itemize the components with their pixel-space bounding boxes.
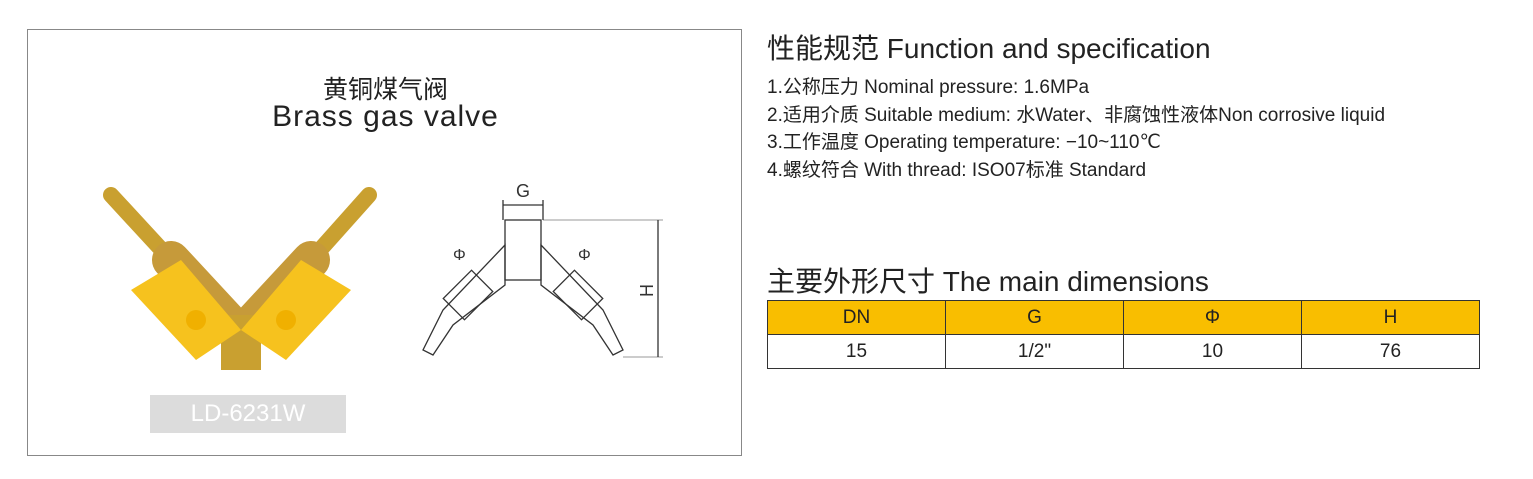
dimensions-heading: 主要外形尺寸 The main dimensions	[767, 266, 1209, 297]
right-handle	[241, 260, 351, 360]
table-header-row: DN G Φ H	[767, 300, 1480, 335]
spec-item: 4.螺纹符合 With thread: ISO07标准 Standard	[767, 159, 1147, 181]
spec-item: 2.适用介质 Suitable medium: 水Water、非腐蚀性液体Non…	[767, 104, 1386, 126]
value-cell: 15	[767, 334, 946, 369]
h-dimension-label: H	[637, 284, 657, 297]
model-number: LD-6231W	[150, 395, 346, 433]
dimensions-table: DN G Φ H 15 1/2" 10 76	[767, 300, 1480, 369]
g-dimension-label: G	[516, 181, 530, 201]
product-title-cn: 黄铜煤气阀	[322, 76, 448, 104]
table-row: 15 1/2" 10 76	[767, 334, 1480, 369]
value-cell: 76	[1301, 334, 1480, 369]
spec-list: 1.公称压力 Nominal pressure: 1.6MPa 2.适用介质 S…	[767, 74, 1385, 184]
product-panel: 黄铜煤气阀 Brass gas valve G Φ Φ H LD-6231W	[27, 29, 742, 456]
product-photo	[103, 187, 377, 370]
spec-heading: 性能规范 Function and specification	[767, 33, 1211, 64]
value-cell: 10	[1123, 334, 1302, 369]
phi-label-right: Φ	[578, 247, 591, 264]
technical-drawing: G Φ Φ H	[422, 181, 663, 358]
spec-item: 1.公称压力 Nominal pressure: 1.6MPa	[767, 77, 1090, 98]
left-handle	[131, 260, 241, 360]
header-cell: Φ	[1123, 300, 1302, 335]
product-title-en: Brass gas valve	[272, 100, 499, 133]
header-cell: G	[945, 300, 1124, 335]
header-cell: DN	[767, 300, 946, 335]
phi-label-left: Φ	[453, 247, 466, 264]
value-cell: 1/2"	[945, 334, 1124, 369]
header-cell: H	[1301, 300, 1480, 335]
spec-item: 3.工作温度 Operating temperature: −10~110℃	[767, 132, 1161, 153]
